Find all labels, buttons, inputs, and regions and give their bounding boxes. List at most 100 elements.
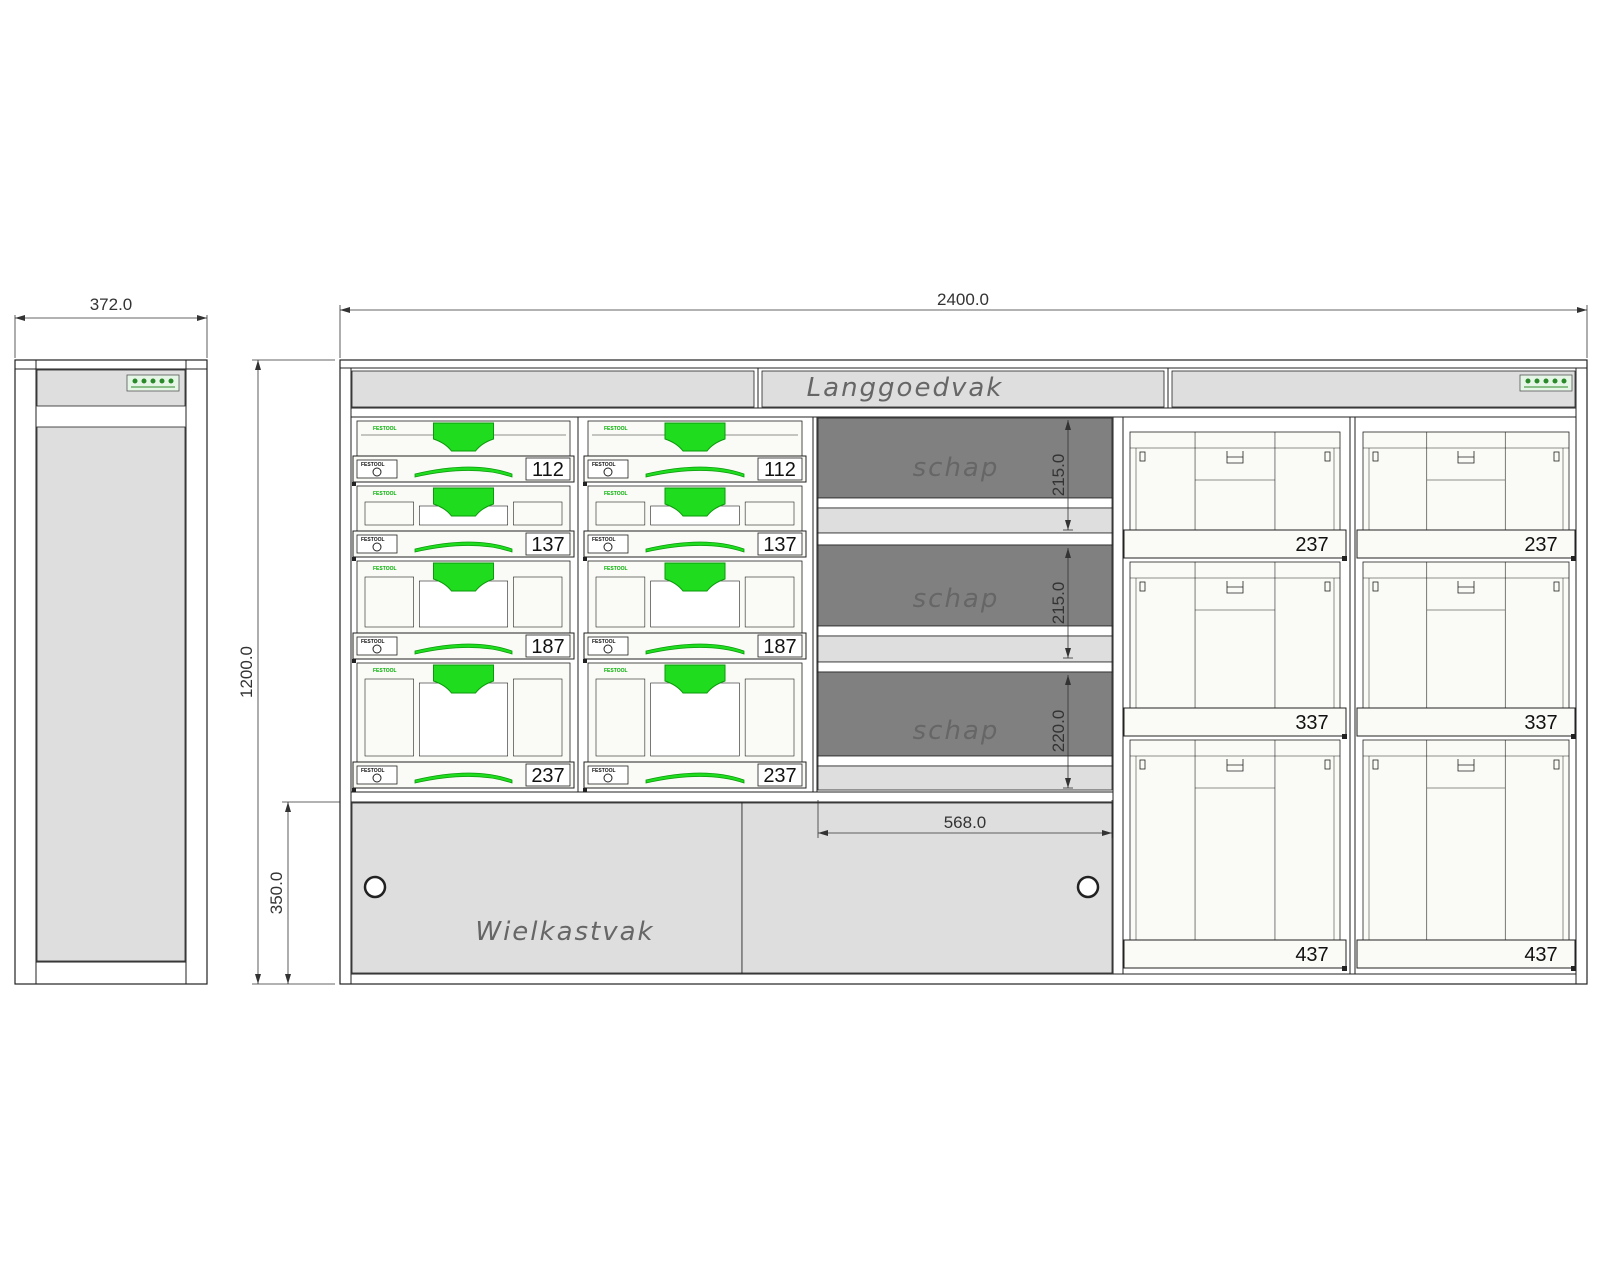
systainer-size-label: 137: [531, 534, 564, 556]
systainer-front-handle-icon: [645, 643, 745, 655]
systainer-lock-panel: [356, 765, 398, 785]
container-clip-icon: [1324, 581, 1331, 592]
systainer-brand-label: FESTOOL: [373, 668, 397, 674]
shelf-1-height-label: 215.0: [1049, 454, 1068, 497]
systainer-front-handle-icon: [645, 772, 745, 784]
systainer-top-handle-icon: [664, 422, 726, 452]
shelf-2-height-label: 215.0: [1049, 582, 1068, 625]
systainer-lock-panel: [587, 636, 629, 656]
container-latch-icon: [1226, 451, 1244, 464]
systainer-top-handle-icon: [433, 422, 494, 452]
container-size-label: 237: [1295, 534, 1328, 556]
systainer-lock-panel: [356, 636, 398, 656]
total-height-label: 1200.0: [237, 646, 256, 698]
systainer-size-label: 187: [531, 636, 564, 658]
container-437: 437: [1123, 739, 1347, 971]
wheel-door-left-knob-icon: [363, 875, 387, 899]
shelf-label-3: schap: [913, 716, 1000, 746]
container-latch-icon: [1457, 759, 1475, 772]
side-view: 372.0: [14, 295, 208, 985]
container-clip-icon: [1372, 759, 1379, 770]
systainer-lock-icon: [372, 644, 382, 654]
systainer-top-handle-icon: [433, 664, 494, 694]
container-clip-icon: [1324, 451, 1331, 462]
height-dimensions: 1200.0 350.0: [237, 359, 350, 985]
systainer-lock-icon: [603, 542, 613, 552]
systainer-top-handle-icon: [433, 562, 494, 592]
container-size-label: 437: [1295, 944, 1328, 966]
systainer-size-label: 112: [764, 459, 796, 481]
total-width-label: 2400.0: [937, 290, 989, 309]
top-compartment-center: [761, 370, 1165, 408]
systainer-brand-label: FESTOOL: [592, 768, 616, 774]
systainer-top-handle-icon: [433, 487, 494, 517]
systainer-lock-icon: [603, 773, 613, 783]
container-clip-icon: [1324, 759, 1331, 770]
systainer-brand-label: FESTOOL: [604, 566, 628, 572]
systainer-front-handle-icon: [414, 466, 513, 478]
systainer-brand-label: FESTOOL: [592, 639, 616, 645]
shelf-label-1: schap: [913, 453, 1000, 483]
systainer-brand-label: FESTOOL: [373, 426, 397, 432]
front-view: 2400.0 Langgoedvak: [339, 290, 1588, 985]
systainer-brand-label: FESTOOL: [373, 566, 397, 572]
shelf-space-3: [817, 671, 1113, 757]
systainer-front-handle-icon: [645, 541, 745, 553]
wheel-door-left: [351, 802, 743, 974]
container-clip-icon: [1553, 759, 1560, 770]
systainer-top-handle-icon: [664, 562, 726, 592]
systainer-brand-label: FESTOOL: [604, 668, 628, 674]
systainer-front-handle-icon: [414, 772, 513, 784]
systainer-brand-label: FESTOOL: [361, 639, 385, 645]
systainer-lock-icon: [603, 467, 613, 477]
systainer-top-handle-icon: [664, 487, 726, 517]
container-437: 437: [1356, 739, 1576, 971]
systainer-brand-label: FESTOOL: [361, 768, 385, 774]
systainer-lock-icon: [372, 542, 382, 552]
shelf-board-1: [817, 507, 1113, 534]
systainer-lock-icon: [372, 467, 382, 477]
container-size-label: 337: [1295, 712, 1328, 734]
wheel-compartment-label: Wielkastvak: [475, 917, 654, 947]
container-column-left: 237 337 437: [1123, 431, 1347, 971]
systainer-front-handle-icon: [414, 541, 513, 553]
wheel-door-right-knob-icon: [1076, 875, 1100, 899]
shelf-label-2: schap: [913, 584, 1000, 614]
container-clip-icon: [1372, 451, 1379, 462]
shelf-width-label: 568.0: [944, 813, 987, 832]
container-237: 237: [1123, 431, 1347, 561]
top-compartment-right: [1171, 370, 1576, 408]
wheel-height-label: 350.0: [267, 872, 286, 915]
systainer-brand-label: FESTOOL: [592, 462, 616, 468]
container-clip-icon: [1139, 759, 1146, 770]
systainer-lock-panel: [587, 459, 629, 479]
systainer-front-handle-icon: [414, 643, 513, 655]
container-latch-icon: [1226, 581, 1244, 594]
systainer-lock-panel: [587, 534, 629, 554]
container-size-label: 437: [1524, 944, 1557, 966]
shelf-space-2: [817, 544, 1113, 627]
systainer-187: FESTOOL FESTOOL 187: [352, 560, 575, 663]
container-latch-icon: [1457, 451, 1475, 464]
front-power-strip-icon: [1519, 374, 1573, 392]
side-width-label: 372.0: [90, 295, 133, 314]
container-latch-icon: [1226, 759, 1244, 772]
top-compartment-left: [351, 370, 755, 408]
container-337: 337: [1356, 561, 1576, 739]
systainer-lock-icon: [372, 773, 382, 783]
container-clip-icon: [1139, 581, 1146, 592]
container-clip-icon: [1553, 581, 1560, 592]
container-clip-icon: [1372, 581, 1379, 592]
shelf-space-1: [817, 417, 1113, 499]
systainer-brand-label: FESTOOL: [361, 462, 385, 468]
systainer-brand-label: FESTOOL: [604, 491, 628, 497]
